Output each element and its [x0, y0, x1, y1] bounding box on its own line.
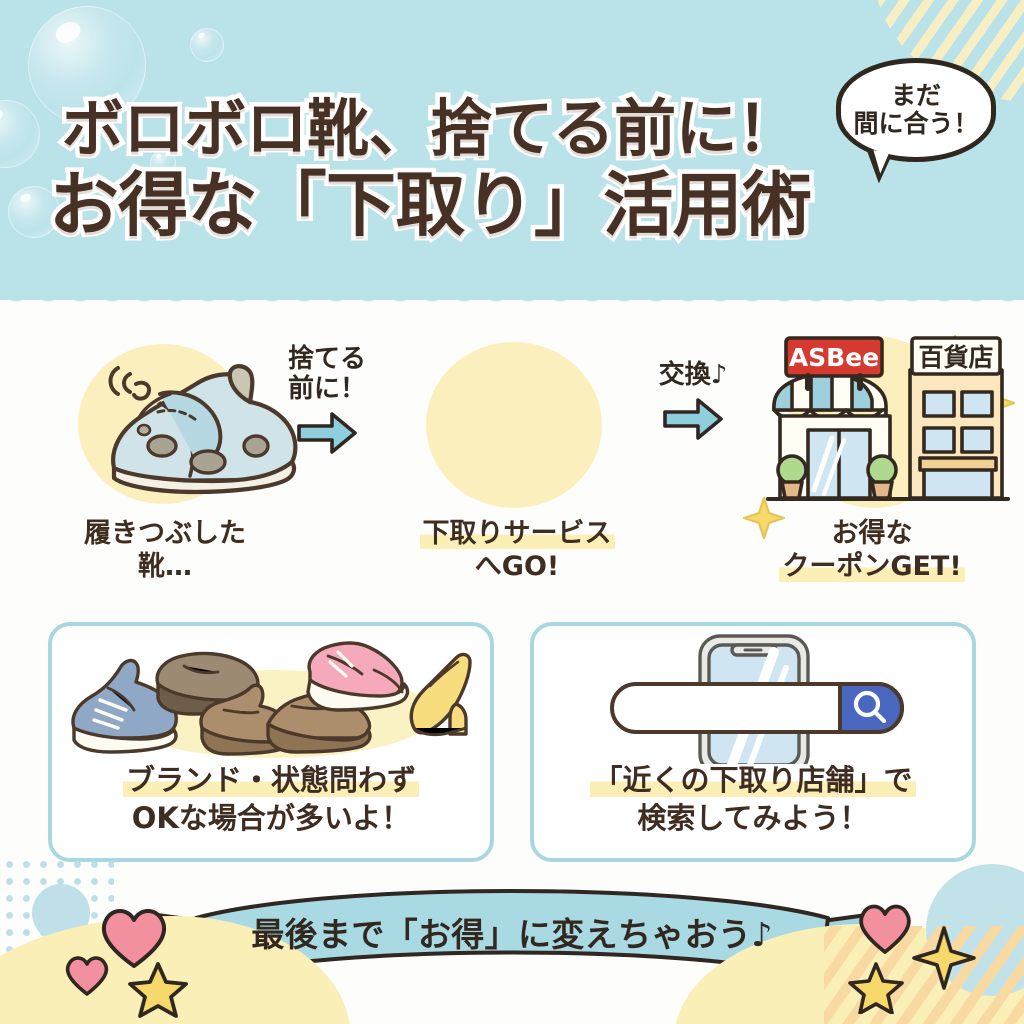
heart-icon: [101, 909, 167, 968]
department-sign-text: 百貨店: [918, 343, 993, 372]
page-title: ボロボロ靴、捨てる前に！ お得な「下取り」活用術: [0, 91, 860, 246]
diagonal-stripes-decoration: [824, 926, 1024, 1024]
step-caption-line-1: お得な: [831, 518, 913, 549]
shop-sign-text: ASBee: [789, 343, 879, 372]
step-caption: お得な クーポンGET!: [744, 518, 1000, 584]
assorted-shoes-icon: [52, 632, 490, 764]
yellow-blob-decoration: [426, 342, 602, 508]
sparkle-icon: [912, 926, 976, 990]
info-panels-row: ブランド・状態問わず OKな場合が多いよ！: [0, 622, 1024, 866]
panel-caption: ブランド・状態問わず OKな場合が多いよ！: [52, 762, 490, 837]
sparkle-icon: [742, 496, 786, 540]
connector-label-line-1: 捨てる: [287, 344, 366, 374]
star-icon: [848, 962, 904, 1014]
content-area: 履きつぶした 靴… 捨てる 前に！: [0, 300, 1024, 1024]
balloon-line-2: 間に合う！: [853, 109, 979, 138]
speech-balloon-text: まだ 間に合う！: [853, 82, 978, 138]
scalloped-wave-divider: [0, 285, 1024, 327]
title-line-2: お得な「下取り」活用術: [44, 163, 816, 246]
heart-icon: [65, 956, 109, 996]
right-arrow-icon: [663, 398, 723, 440]
step-worn-shoe: 履きつぶした 靴…: [40, 322, 298, 622]
connector-label-line-2: 前に！: [287, 374, 366, 405]
title-line-1: ボロボロ靴、捨てる前に！: [57, 91, 803, 165]
bubble-icon: [28, 6, 146, 124]
worn-sneaker-icon: [100, 350, 310, 500]
step-caption: 下取りサービス へGO!: [372, 518, 662, 584]
panel-search-nearby: 「近くの下取り店舗」で 検索してみよう！: [530, 622, 976, 862]
process-steps-row: 履きつぶした 靴… 捨てる 前に！: [0, 322, 1024, 622]
step-caption-line-1: 下取りサービス: [372, 518, 662, 551]
ribbon-text: 最後まで「お得」に変えちゃおう♪: [251, 915, 773, 954]
panel-caption-line-1: ブランド・状態問わず: [52, 762, 490, 800]
ribbon-banner: 最後まで「お得」に変えちゃおう♪: [0, 880, 1024, 1010]
bubble-icon: [8, 186, 60, 238]
step-caption-line-2: 靴…: [138, 550, 192, 582]
panel-any-brand-condition: ブランド・状態問わず OKな場合が多いよ！: [48, 622, 494, 862]
speech-balloon-tail: [863, 151, 892, 185]
search-icon: [853, 690, 887, 724]
connector-label-line-1: 交換♪: [658, 360, 728, 390]
connector-before-discard: 捨てる 前に！: [272, 344, 382, 460]
step-caption-line-2: クーポンGET!: [744, 550, 1000, 584]
panel-caption: 「近くの下取り店舗」で 検索してみよう！: [534, 762, 972, 837]
smartphone-search-bar-icon: [534, 632, 972, 776]
connector-exchange: 交換♪: [638, 360, 748, 446]
speech-balloon: まだ 間に合う！: [836, 58, 996, 185]
bubble-icon: [150, 150, 176, 176]
step-caption: 履きつぶした 靴…: [40, 518, 290, 584]
step-tradein-store: ASBee 百貨店 下取りサービス へGO!: [372, 322, 1010, 622]
step-caption-line-1: 履きつぶした: [84, 518, 246, 549]
panel-caption-line-1: 「近くの下取り店舗」で: [534, 762, 972, 800]
heart-icon: [859, 904, 911, 954]
step-caption-line-2: へGO!: [474, 550, 560, 582]
header-banner: ボロボロ靴、捨てる前に！ お得な「下取り」活用術 まだ 間に合う！: [0, 0, 1024, 327]
star-icon: [128, 962, 188, 1018]
shop-building-icon: ASBee 百貨店: [764, 330, 1012, 520]
balloon-line-1: まだ: [890, 81, 941, 110]
panel-caption-line-2: OKな場合が多いよ！: [131, 800, 411, 835]
panel-caption-line-2: 検索してみよう！: [637, 800, 869, 835]
bubble-icon: [190, 28, 224, 62]
right-arrow-icon: [297, 412, 357, 455]
